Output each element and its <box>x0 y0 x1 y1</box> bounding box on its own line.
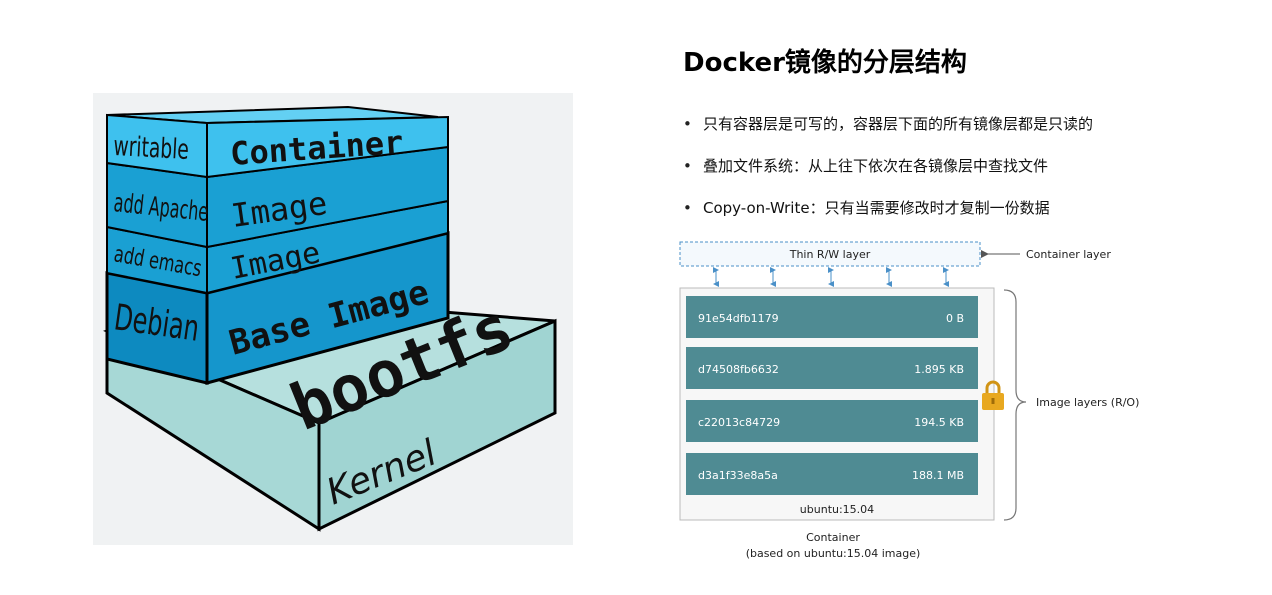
container-layers-diagram: Thin R/W layer Container layer 91e54dfb1… <box>676 238 1146 568</box>
layer-size: 188.1 MB <box>912 469 964 482</box>
container-layers-svg: Thin R/W layer Container layer 91e54dfb1… <box>679 241 1139 560</box>
layer-stack-svg: Kernel bootfs Debian Base Image add emac… <box>103 105 557 532</box>
page-title: Docker镜像的分层结构 <box>683 48 967 78</box>
rw-arrows <box>713 267 949 287</box>
image-layers-label: Image layers (R/O) <box>1036 396 1139 409</box>
layer-size: 0 B <box>946 312 964 325</box>
layer-size: 194.5 KB <box>914 416 964 429</box>
layer-block <box>686 347 978 389</box>
bullet-item: 叠加文件系统：从上往下依次在各镜像层中查找文件 <box>683 154 1093 196</box>
layer-block <box>686 400 978 442</box>
thin-rw-layer <box>679 241 981 267</box>
layer-id: 91e54dfb1179 <box>698 312 779 325</box>
bullet-list: 只有容器层是可写的，容器层下面的所有镜像层都是只读的 叠加文件系统：从上往下依次… <box>683 112 1093 238</box>
layer-block <box>686 453 978 495</box>
layer-id: d74508fb6632 <box>698 363 779 376</box>
layer-block <box>686 296 978 338</box>
kernel-front-face <box>317 318 557 532</box>
side-label-writable: writable <box>113 129 190 166</box>
lock-icon <box>982 380 1004 410</box>
thin-rw-layer-label: Thin R/W layer <box>789 248 871 261</box>
diagram-caption-subtitle: (based on ubuntu:15.04 image) <box>746 547 921 560</box>
bullet-item: Copy-on-Write：只有当需要修改时才复制一份数据 <box>683 196 1093 238</box>
layer-id: c22013c84729 <box>698 416 780 429</box>
base-image-label: ubuntu:15.04 <box>800 503 874 516</box>
image-layers-bracket <box>1003 289 1027 521</box>
layer-size: 1.895 KB <box>914 363 964 376</box>
layer-id: d3a1f33e8a5a <box>698 469 778 482</box>
container-front-face <box>206 115 449 179</box>
diagram-caption-title: Container <box>806 531 860 544</box>
layer-stack-illustration: Kernel bootfs Debian Base Image add emac… <box>93 93 573 545</box>
container-layer-label: Container layer <box>1026 248 1111 261</box>
bullet-item: 只有容器层是可写的，容器层下面的所有镜像层都是只读的 <box>683 112 1093 154</box>
